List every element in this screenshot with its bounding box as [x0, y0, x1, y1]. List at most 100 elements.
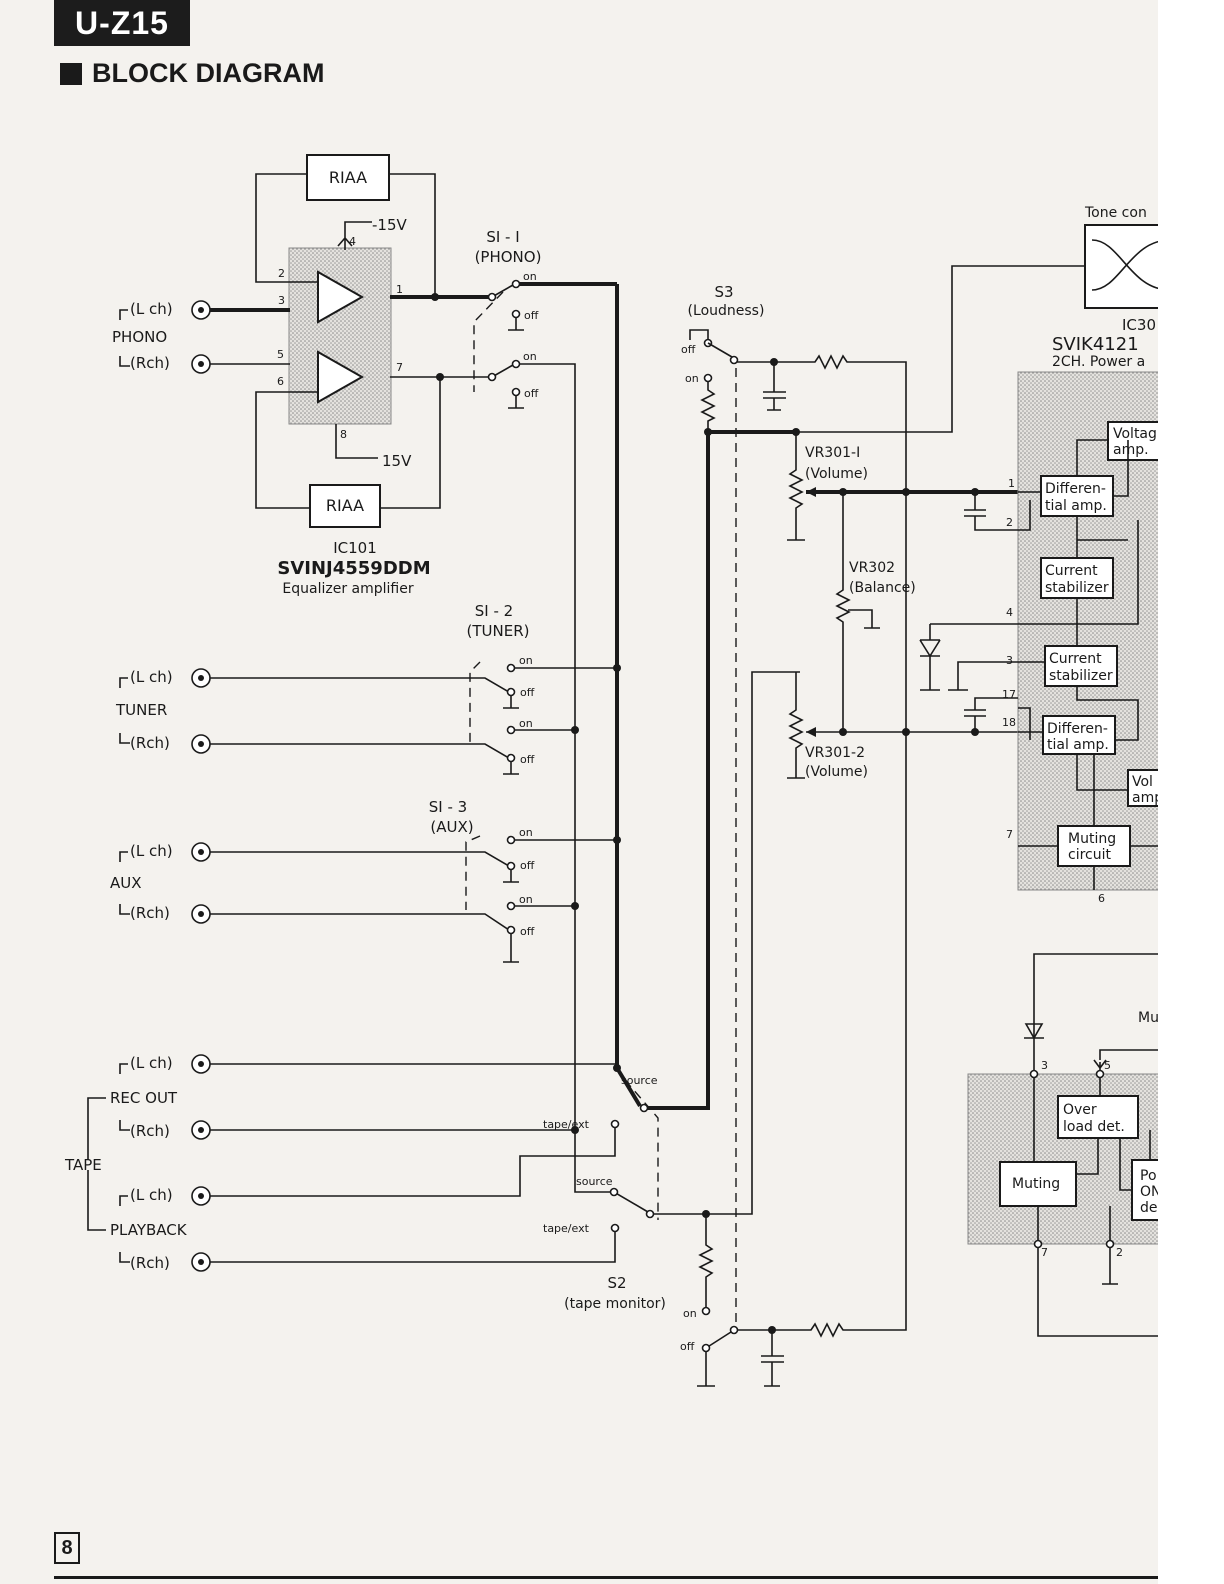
tone-control-label: Tone con — [1084, 205, 1147, 221]
svg-text:on: on — [683, 1307, 697, 1320]
loudness-cap-icon — [763, 362, 786, 411]
zener-diode-icon — [919, 623, 1018, 691]
rec-out-label: REC OUT — [110, 1089, 178, 1107]
opamp-inv-inputs — [290, 281, 318, 393]
svg-text:off: off — [680, 1340, 695, 1353]
input-jacks: (L ch) PHONO (Rch) (L ch) TUNER (Rch) (L… — [64, 300, 290, 1272]
s2-ref: S2 — [607, 1274, 626, 1292]
opamp-rch-icon — [317, 350, 365, 404]
loudness-volume-section: S3 (Loudness) off on VR301-I (Volume) VR… — [680, 283, 1018, 1387]
selector-switches: SI - I (PHONO) on off on off SI - 2 (TUN… — [210, 228, 642, 1130]
svg-text:7: 7 — [1006, 828, 1013, 841]
aux-rch-label: (Rch) — [130, 904, 170, 922]
tuner-rch-label: (Rch) — [130, 734, 170, 752]
vr302-ref: VR302 — [849, 560, 895, 576]
s2-name: (tape monitor) — [564, 1296, 666, 1312]
svg-text:2: 2 — [1116, 1246, 1123, 1259]
ic101-pin-1: 1 — [396, 283, 403, 296]
playback-label: PLAYBACK — [110, 1221, 188, 1239]
svg-text:on: on — [519, 654, 533, 667]
vr301-2-icon — [787, 672, 805, 779]
svg-text:1: 1 — [1008, 477, 1015, 490]
pb-rch-label: (Rch) — [130, 1254, 170, 1272]
s3-ref: S3 — [714, 283, 733, 301]
svg-text:stabilizer: stabilizer — [1049, 668, 1113, 684]
ic30-desc: 2CH. Power a — [1052, 354, 1145, 370]
svg-text:on: on — [519, 826, 533, 839]
s1-3-ref: SI - 3 — [429, 798, 467, 816]
svg-text:off: off — [524, 387, 539, 400]
pb-lch-label: (L ch) — [130, 1186, 173, 1204]
riaa-bottom-box — [309, 484, 381, 528]
svg-text:off: off — [520, 859, 535, 872]
rec-lch-label: (L ch) — [130, 1054, 173, 1072]
svg-text:Current: Current — [1049, 651, 1102, 667]
ic30-part: SVIK4121 — [1052, 334, 1139, 355]
tuner-label: TUNER — [115, 701, 167, 719]
svg-text:amp.: amp. — [1113, 442, 1149, 458]
page-number: 8 — [54, 1532, 80, 1564]
s3-name: (Loudness) — [688, 303, 765, 319]
svg-text:circuit: circuit — [1068, 847, 1111, 863]
svg-text:5: 5 — [1104, 1059, 1111, 1072]
svg-text:Differen-: Differen- — [1045, 481, 1106, 497]
bottom-rule — [54, 1576, 1158, 1579]
svg-text:amp: amp — [1132, 790, 1163, 806]
svg-text:on: on — [519, 717, 533, 730]
ic101-pin-7: 7 — [396, 361, 403, 374]
power-amp-section: Tone con IC30 SVIK4121 2CH. Power a Volt… — [796, 205, 1179, 905]
svg-text:4: 4 — [1006, 606, 1013, 619]
ic101-pin-8: 8 — [340, 428, 347, 441]
svg-text:3: 3 — [1006, 654, 1013, 667]
riaa-top-box — [306, 154, 390, 201]
tuner-lch-label: (L ch) — [130, 668, 173, 686]
svg-text:2: 2 — [1006, 516, 1013, 529]
neg-supply-line — [337, 221, 372, 250]
ic101-pin-3: 3 — [278, 294, 285, 307]
s1-1-ref: SI - I — [486, 228, 519, 246]
vr301-1-ref: VR301-I — [805, 445, 860, 461]
ic101-part: SVINJ4559DDM — [277, 558, 430, 579]
neg-supply-label: -15V — [372, 216, 407, 234]
loudness-resistor-icon — [700, 381, 716, 432]
pos-supply-line — [335, 424, 378, 459]
svg-text:off: off — [520, 925, 535, 938]
s1-1-name: (PHONO) — [475, 248, 542, 266]
svg-text:Muting: Muting — [1068, 831, 1116, 847]
title-square-icon — [60, 62, 82, 85]
phono-lch-label: (L ch) — [130, 300, 173, 318]
riaa-bottom-feedback — [255, 378, 441, 509]
svg-text:on: on — [523, 270, 537, 283]
vr302-icon — [835, 492, 851, 732]
svg-text:tape/ext: tape/ext — [543, 1222, 590, 1235]
ic101-pin-6: 6 — [277, 375, 284, 388]
opamp-lch-icon — [317, 270, 365, 324]
page-title: BLOCK DIAGRAM — [92, 58, 325, 88]
vr301-1-icon — [787, 432, 805, 541]
svg-text:de: de — [1140, 1200, 1158, 1216]
svg-text:tial amp.: tial amp. — [1045, 498, 1107, 514]
svg-text:Muting: Muting — [1012, 1176, 1060, 1192]
vr301-2-ref: VR301-2 — [805, 745, 865, 761]
svg-text:off: off — [524, 309, 539, 322]
svg-text:Over: Over — [1063, 1102, 1097, 1118]
pos-supply-label: 15V — [382, 452, 412, 470]
svg-text:18: 18 — [1002, 716, 1016, 729]
vr301-1-name: (Volume) — [805, 466, 868, 482]
svg-text:Vol: Vol — [1132, 774, 1153, 790]
svg-text:3: 3 — [1041, 1059, 1048, 1072]
protection-section: Mu Over load det. Muting Po ON de 3 5 7 … — [967, 953, 1179, 1337]
svg-text:Current: Current — [1045, 563, 1098, 579]
svg-text:Differen-: Differen- — [1047, 721, 1108, 737]
tape-label: TAPE — [64, 1156, 102, 1174]
s1-3-name: (AUX) — [430, 818, 473, 836]
svg-text:ON: ON — [1140, 1184, 1162, 1200]
ic101-pin-4: 4 — [349, 235, 356, 248]
svg-text:source: source — [576, 1175, 613, 1188]
svg-text:17: 17 — [1002, 688, 1016, 701]
protection-zener-icon — [1024, 1023, 1044, 1040]
ic101-body — [288, 247, 392, 425]
rec-rch-label: (Rch) — [130, 1122, 170, 1140]
ic101-pin-5: 5 — [277, 348, 284, 361]
svg-text:load det.: load det. — [1063, 1119, 1125, 1135]
